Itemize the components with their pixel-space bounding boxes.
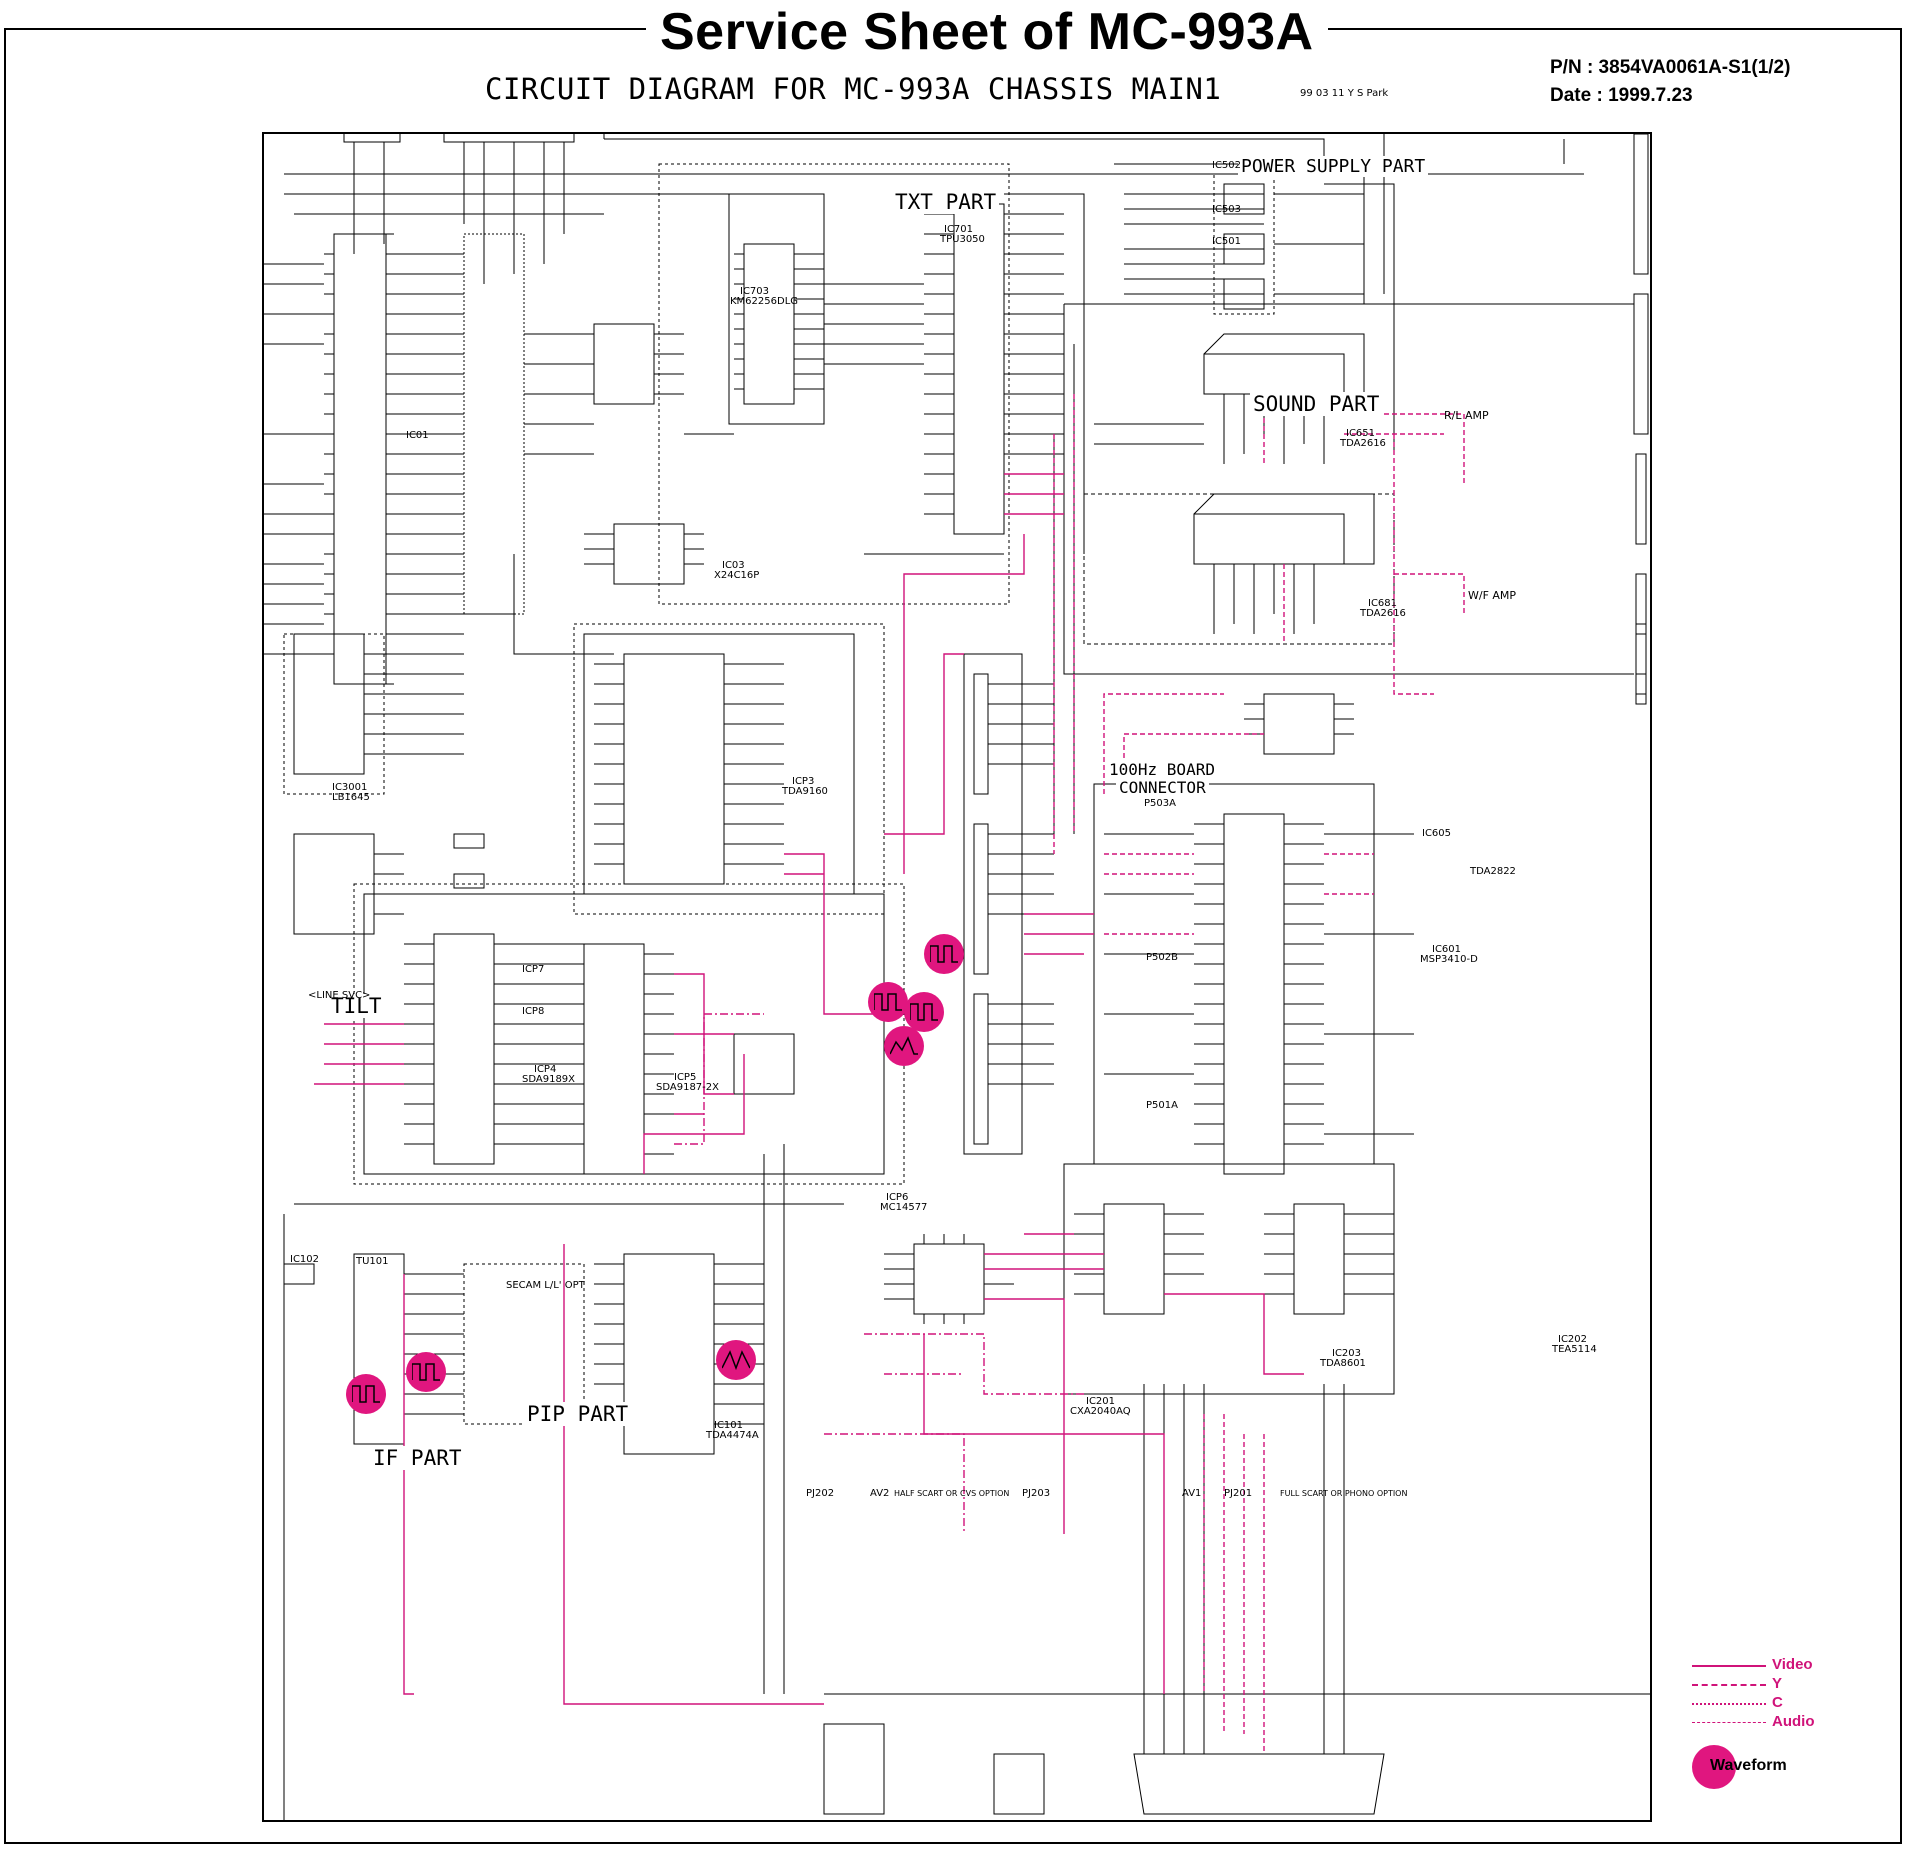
half-scart-option-note: HALF SCART OR CVS OPTION [894,1489,1010,1498]
secam-option-label: SECAM L/L' OPT [506,1280,585,1291]
if-part-label: IF PART [370,1446,465,1470]
schematic-drawing [264,134,1650,1820]
ic102-label: IC102 [290,1254,320,1265]
p503a-label: P503A [1144,798,1176,809]
signal-legend: Video Y C Audio [1692,1656,1852,1732]
legend-audio: Audio [1692,1713,1852,1732]
tilt-label: TILT [328,994,385,1018]
ic502-label: IC502 [1212,160,1242,171]
part-number: P/N : 3854VA0061A-S1(1/2) [1550,57,1791,78]
ic3001-label: IC3001 [332,782,368,793]
ic701-label: IC701 [944,224,974,235]
icp5-part: SDA9187-2X [656,1082,719,1093]
ic601-label: IC601 [1432,944,1462,955]
audio-line-swatch [1692,1722,1766,1723]
ic203-part: TDA8601 [1320,1358,1366,1369]
legend-video: Video [1692,1656,1852,1675]
waveform-key-marker [1692,1745,1736,1789]
line-svc-label: <LINE SVC> [308,990,371,1001]
waveform-marker [924,934,964,974]
ic605-part: TDA2822 [1470,866,1516,877]
sound-part-label: SOUND PART [1250,392,1383,416]
pj202-label: PJ202 [806,1488,835,1499]
icp4-label: ICP4 [534,1064,557,1075]
ic202-label: IC202 [1558,1334,1588,1345]
ic703-label: IC703 [740,286,770,297]
scart-option-note: FULL SCART OR PHONO OPTION [1280,1489,1408,1498]
icp6-label: ICP6 [886,1192,909,1203]
ic201-part: CXA2040AQ [1070,1406,1131,1417]
ic651-label: IC651 [1346,428,1376,439]
waveform-marker [904,992,944,1032]
ic3001-part: LB1645 [332,792,370,803]
pip-part-label: PIP PART [524,1402,632,1426]
legend-y: Y [1692,1675,1852,1694]
page-title: Service Sheet of MC-993A [646,0,1328,64]
tu101-label: TU101 [356,1256,389,1267]
ic03-label: IC03 [722,560,745,571]
waveform-marker [716,1340,756,1380]
ic681-label: IC681 [1368,598,1398,609]
ic101-label: IC101 [714,1420,744,1431]
icp6-part: MC14577 [880,1202,928,1213]
ic203-label: IC203 [1332,1348,1362,1359]
ic202-part: TEA5114 [1552,1344,1597,1355]
icp4-part: SDA9189X [522,1074,576,1085]
icp3-part: TDA9160 [782,786,828,797]
wf-amp-label: W/F AMP [1468,589,1517,602]
icp3-label: ICP3 [792,776,815,787]
board-connector-label-2: CONNECTOR [1116,778,1209,797]
ic681-part: TDA2616 [1360,608,1406,619]
ic01-label: IC01 [406,430,429,441]
legend-c: C [1692,1694,1852,1713]
revision-stamp: 99 03 11 Y S Park [1300,88,1389,99]
rl-amp-label: R/L AMP [1444,409,1489,422]
y-line-swatch [1692,1684,1766,1686]
icp7-label: ICP7 [522,964,545,975]
pj201-label: PJ201 [1224,1488,1253,1499]
ic503-label: IC503 [1212,204,1242,215]
av1-label: AV1 [1182,1488,1202,1499]
ic601-part: MSP3410-D [1420,954,1478,965]
waveform-marker [406,1352,446,1392]
ic101-part: TDA4474A [706,1430,759,1441]
ic605-label: IC605 [1422,828,1452,839]
ic651-part: TDA2616 [1340,438,1386,449]
diagram-subtitle: CIRCUIT DIAGRAM FOR MC-993A CHASSIS MAIN… [485,72,1222,106]
ic703-part: KM62256DLG [730,296,799,307]
power-supply-label: POWER SUPPLY PART [1238,156,1429,177]
waveform-marker [884,1026,924,1066]
ic701-part: TPU3050 [940,234,985,245]
p502b-label: P502B [1146,952,1178,963]
icp8-label: ICP8 [522,1006,545,1017]
revision-date: Date : 1999.7.23 [1550,85,1693,106]
ic501-label: IC501 [1212,236,1242,247]
ic03-part: X24C16P [714,570,760,581]
waveform-key-label: Waveform [1710,1757,1787,1774]
board-connector-label-1: 100Hz BOARD [1106,760,1218,779]
icp5-label: ICP5 [674,1072,697,1083]
waveform-marker [868,982,908,1022]
txt-part-label: TXT PART [892,190,1000,214]
ic201-label: IC201 [1086,1396,1116,1407]
waveform-marker [346,1374,386,1414]
pj203-label: PJ203 [1022,1488,1051,1499]
video-line-swatch [1692,1665,1766,1667]
schematic-area: POWER SUPPLY PART TXT PART SOUND PART 10… [262,132,1652,1822]
av2-label: AV2 [870,1488,890,1499]
p501a-label: P501A [1146,1100,1178,1111]
document-meta: P/N : 3854VA0061A-S1(1/2) Date : 1999.7.… [1550,54,1790,110]
c-line-swatch [1692,1703,1766,1705]
